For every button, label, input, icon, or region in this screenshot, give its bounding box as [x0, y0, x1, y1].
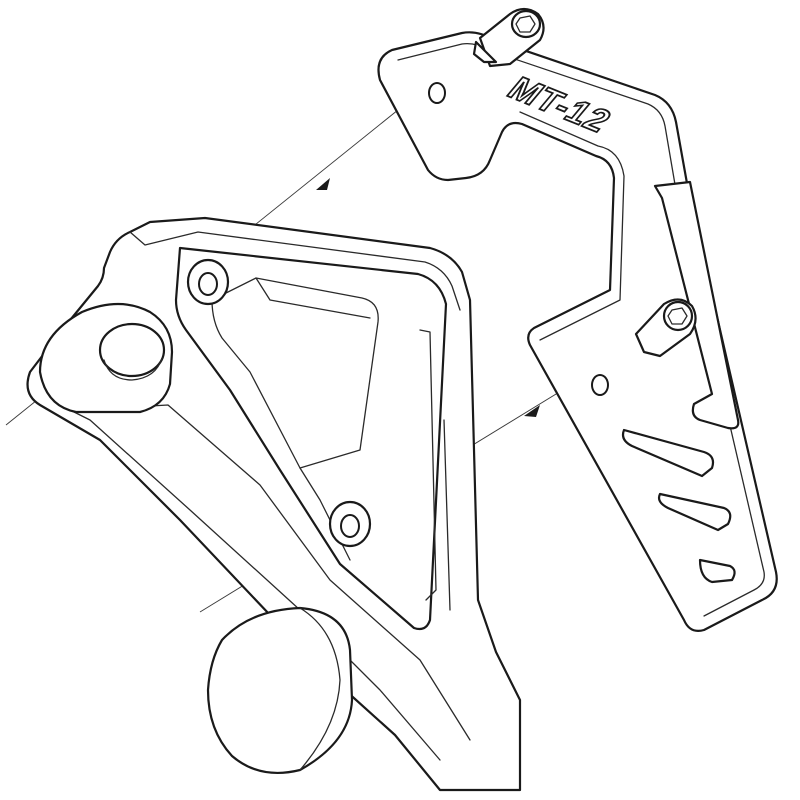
main-bracket	[26, 216, 522, 792]
screw-top-socket	[515, 15, 536, 33]
side-plate-hole-middle	[591, 374, 609, 396]
side-plate-slot-2	[657, 492, 732, 532]
main-bracket-right-rib	[419, 329, 451, 611]
clamp-bore-inner	[103, 357, 163, 381]
clamp-bore	[98, 322, 166, 378]
side-plate-slot-1	[621, 428, 715, 478]
main-bracket-left-flank	[59, 404, 441, 761]
screw-boss-middle-hole	[340, 514, 360, 538]
side-plate-long-slot	[653, 180, 740, 430]
main-bracket-top-face	[129, 231, 461, 311]
side-plate-edge	[397, 42, 765, 617]
side-plate-hole-top	[428, 82, 446, 104]
side-plate-slot-3	[698, 558, 736, 584]
side-plate-outline	[377, 31, 778, 632]
main-bracket-window-outer	[174, 246, 448, 631]
screw-middle	[634, 298, 697, 358]
round-knob-edge	[299, 607, 341, 771]
main-bracket-window-inner	[211, 277, 379, 469]
screw-boss-top-hole	[198, 272, 218, 296]
side-plate: MT-12	[377, 31, 778, 632]
screw-top	[472, 7, 545, 68]
round-knob	[206, 606, 354, 774]
guide-arrow-top-outer	[316, 178, 330, 190]
guide-arrow-middle-outer	[524, 405, 540, 417]
screw-middle-socket	[667, 307, 688, 325]
screw-top-shank	[472, 40, 498, 64]
